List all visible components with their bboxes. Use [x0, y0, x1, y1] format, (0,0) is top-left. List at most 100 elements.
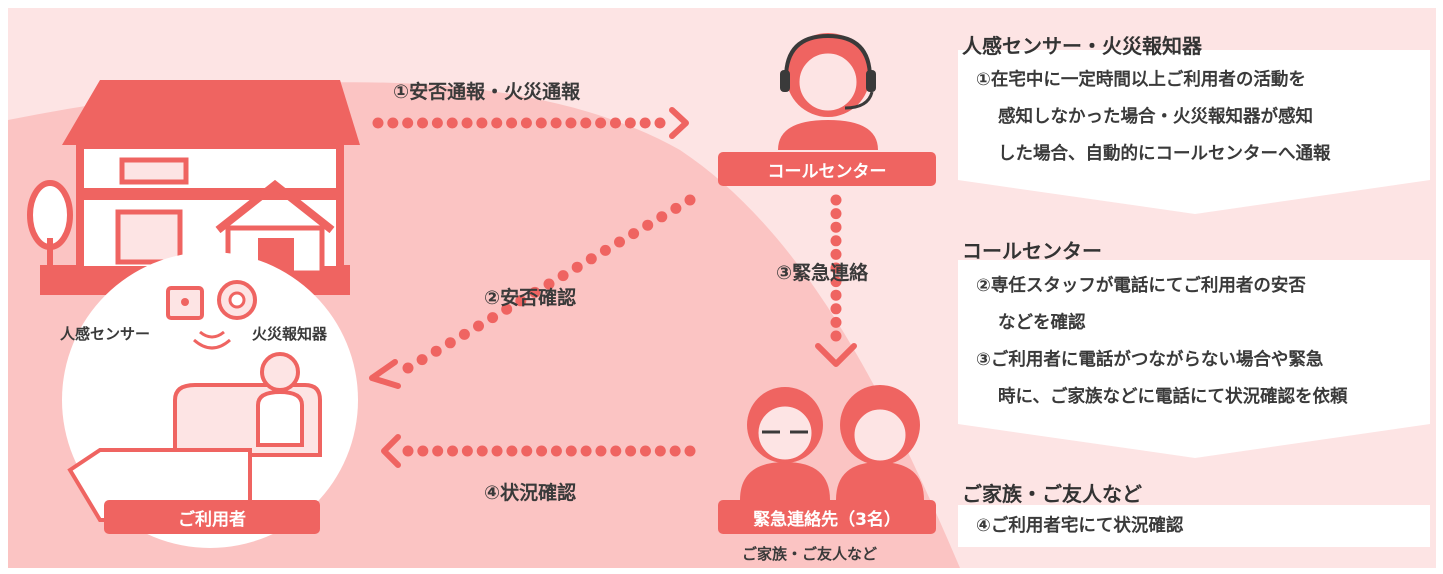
section-line: 感知しなかった場合・火災報知器が感知 [998, 107, 1313, 127]
house-band [80, 188, 340, 200]
arrow-dot [506, 445, 518, 457]
arrow-dot [830, 194, 842, 206]
arrow-dot [830, 221, 842, 233]
arrow-step2-head [369, 359, 401, 389]
arrow-dot [431, 117, 443, 129]
flow-label-step1: ①安否通報・火災通報 [393, 81, 581, 103]
arrow-dot [520, 117, 532, 129]
arrow-dot [461, 445, 473, 457]
arrow-dot [642, 219, 654, 231]
contacts-caption: ご家族・ご友人など [742, 545, 878, 563]
contact-woman-body [836, 462, 924, 500]
section-line: 時に、ご家族などに電話にて状況確認を依頼 [998, 387, 1348, 407]
flow-label-step4: ④状況確認 [484, 482, 577, 504]
section-body-sensor: ①在宅中に一定時間以上ご利用者の活動を 感知しなかった場合・火災報知器が感知 し… [958, 62, 1430, 173]
arrow-dot [444, 337, 456, 349]
arrow-step3 [830, 194, 842, 342]
section-line: ④ご利用者宅にて状況確認 [976, 516, 1184, 536]
flow-label-step3: ③緊急連絡 [776, 262, 869, 284]
arrow-dot [599, 244, 611, 256]
flow-label-step2: ②安否確認 [484, 287, 577, 309]
house-window-lower [115, 209, 183, 265]
arrow-dot [670, 202, 682, 214]
arrow-dot [595, 117, 607, 129]
callcenter-tag: コールセンター [718, 152, 936, 186]
emergency-contact-tag: 緊急連絡先（3名） [718, 500, 936, 534]
arrow-dot [535, 117, 547, 129]
arrow-dot [830, 235, 842, 247]
operator-illustration [778, 33, 878, 150]
arrow-step2 [402, 194, 696, 374]
arrow-dot [628, 228, 640, 240]
arrow-step4-head [381, 434, 401, 468]
section-body-callcenter: ②専任スタッフが電話にてご利用者の安否 などを確認 ③ご利用者に電話がつながらな… [958, 268, 1430, 416]
arrow-dot [830, 208, 842, 220]
arrow-dot [624, 117, 636, 129]
house-roof [62, 80, 360, 145]
arrow-dot [614, 236, 625, 248]
arrow-dot [550, 117, 562, 129]
panel-callcenter-bg [958, 260, 1430, 458]
arrow-dot [543, 278, 555, 290]
section-title-callcenter: コールセンター [962, 239, 1102, 263]
arrow-dot [830, 262, 842, 274]
arrow-dot [830, 248, 842, 260]
arrow-dot [830, 303, 842, 315]
arrow-dot [656, 211, 668, 223]
arrow-dot [571, 261, 583, 273]
operator-face [796, 50, 860, 114]
section-body-family: ④ご利用者宅にて状況確認 [958, 508, 1430, 544]
arrow-dot [595, 445, 607, 457]
arrow-dot [550, 445, 562, 457]
panel-family-bg [958, 505, 1430, 547]
arrow-dot [491, 445, 503, 457]
arrow-dot [458, 328, 470, 340]
arrow-dot [417, 117, 429, 129]
section-line: などを確認 [998, 313, 1086, 333]
arrow-dot [515, 295, 527, 307]
arrow-dot [476, 117, 488, 129]
arrow-dot [402, 445, 414, 457]
operator-shoulders [778, 120, 878, 150]
arrow-dot [684, 445, 696, 457]
resident-head [260, 352, 300, 392]
arrow-dot [430, 345, 442, 357]
section-title-sensor: 人感センサー・火災報知器 [962, 34, 1202, 58]
arrow-dot [830, 316, 842, 328]
arrow-dot [610, 445, 622, 457]
arrow-step3-head [815, 343, 857, 367]
arrow-dot [669, 445, 681, 457]
arrow-dot [402, 362, 414, 374]
arrow-dot [476, 445, 488, 457]
resident-body [256, 389, 304, 447]
arrow-dot [639, 445, 651, 457]
arrow-dot [416, 354, 428, 366]
arrow-step4 [402, 445, 696, 457]
section-line: ③ご利用者に電話がつながらない場合や緊急 [976, 350, 1324, 370]
arrow-dot [417, 445, 429, 457]
arrow-dot [609, 117, 621, 129]
arrow-dot [585, 253, 597, 265]
arrow-dot [487, 312, 499, 324]
arrow-dot [684, 194, 696, 206]
arrow-dot [536, 445, 548, 457]
headset-icon [784, 33, 872, 79]
arrow-dot [473, 320, 484, 332]
arrow-dot [447, 445, 459, 457]
arrow-dot [461, 117, 473, 129]
house-window-upper [119, 157, 189, 185]
arrow-dot [625, 445, 637, 457]
arrow-step1-head [669, 107, 689, 139]
house-entrance-roof [215, 179, 335, 234]
fire-alarm-label: 火災報知器 [252, 325, 328, 343]
arrow-dot [654, 117, 666, 129]
arrow-dot [432, 445, 444, 457]
sensor-wave-icon [193, 330, 231, 350]
flow-arrows [369, 107, 857, 468]
section-title-family: ご家族・ご友人など [962, 482, 1142, 506]
arrow-dot [830, 289, 842, 301]
contact-man-face [755, 403, 815, 463]
user-tag: ご利用者 [104, 500, 320, 534]
arrow-dot [654, 445, 666, 457]
arrow-dot [565, 445, 577, 457]
